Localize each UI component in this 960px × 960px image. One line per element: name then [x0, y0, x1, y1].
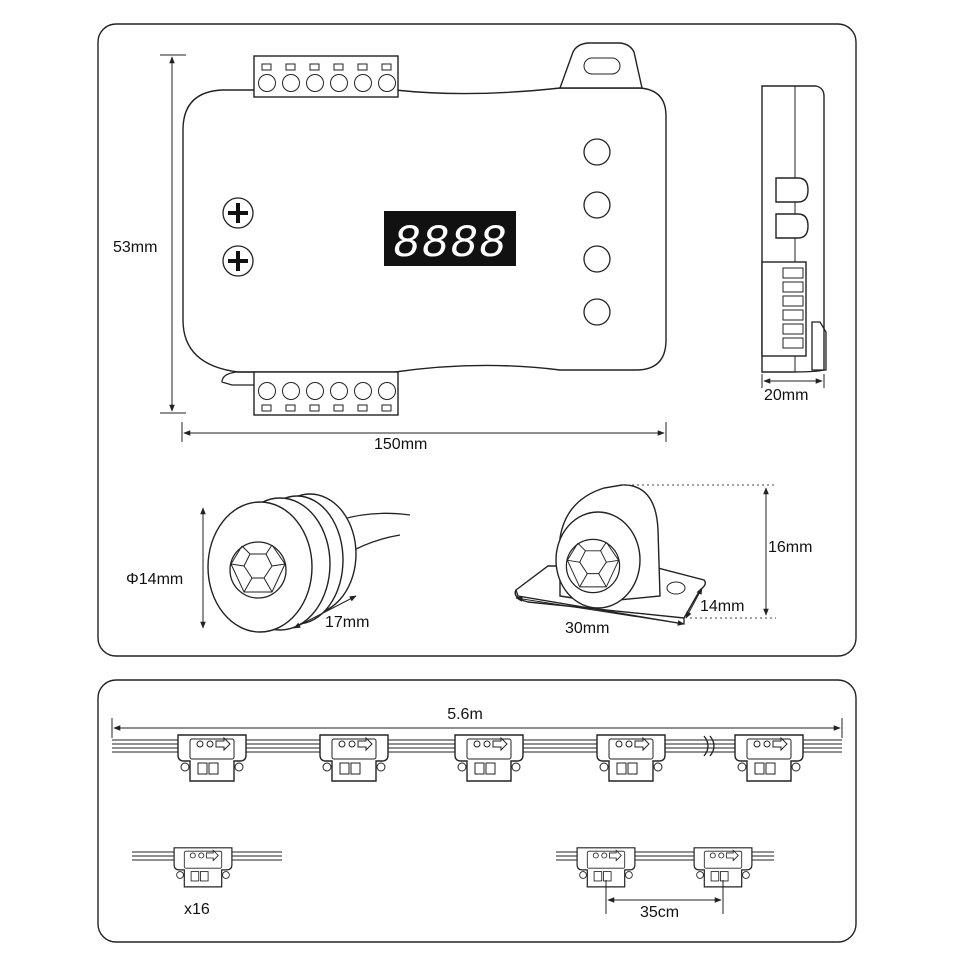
- dimension-width: 150mm: [181, 422, 667, 453]
- terminal-screw-icon: [258, 382, 396, 412]
- display-digits: 8888: [393, 218, 507, 270]
- controller-front-view: 8888: [182, 42, 667, 416]
- dimension-sensor-diameter: Φ14mm: [126, 507, 206, 629]
- sensor-length-label: 17mm: [325, 614, 369, 631]
- terminal-block-top: [253, 55, 399, 98]
- single-pixel-node: x16: [132, 847, 282, 918]
- quantity-label: x16: [184, 901, 210, 918]
- dimension-depth: 20mm: [761, 374, 825, 404]
- terminal-block-bottom: [221, 371, 399, 416]
- button-icon: [583, 138, 611, 166]
- mount-height-label: 16mm: [768, 539, 812, 556]
- mount-length-label: 30mm: [565, 620, 609, 637]
- button-icon: [583, 245, 611, 273]
- pixel-node-spacing: 35cm: [556, 847, 774, 921]
- strip-length-label: 5.6m: [447, 706, 483, 723]
- button-icon: [583, 191, 611, 219]
- width-label: 150mm: [374, 436, 427, 453]
- dimension-mount-width: 14mm: [685, 587, 744, 619]
- button-icon: [583, 298, 611, 326]
- dimension-mount-height: 16mm: [622, 484, 812, 619]
- led-display: 8888: [384, 211, 516, 270]
- dimension-mount-length: 30mm: [515, 596, 685, 637]
- dimension-sensor-length: 17mm: [293, 595, 369, 631]
- mounting-tab: [559, 42, 643, 89]
- mount-width-label: 14mm: [700, 598, 744, 615]
- plus-screw-icon: [222, 245, 254, 277]
- depth-label: 20mm: [764, 387, 808, 404]
- bottom-panel: [97, 679, 857, 943]
- controller-side-view: [761, 85, 827, 373]
- control-buttons: [583, 138, 611, 326]
- dimension-height: 53mm: [113, 54, 186, 414]
- sensor-diameter-label: Φ14mm: [126, 571, 183, 588]
- plus-screw-icon: [222, 197, 254, 229]
- height-label: 53mm: [113, 239, 157, 256]
- terminal-screw-icon: [258, 63, 396, 92]
- dimension-strip-length: 5.6m: [111, 706, 843, 738]
- spacing-label: 35cm: [640, 904, 679, 921]
